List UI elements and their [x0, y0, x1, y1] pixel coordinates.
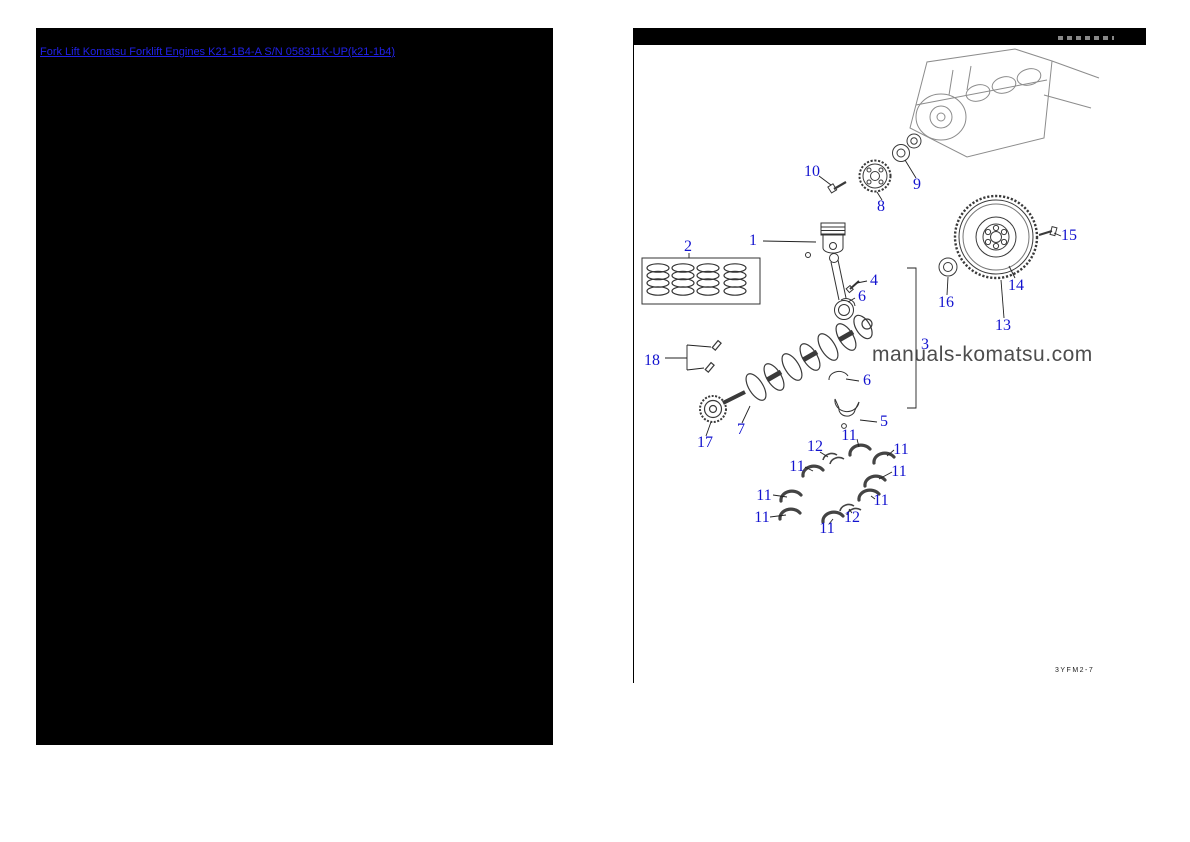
top-bar-marks — [1058, 36, 1114, 40]
parts-diagram — [641, 48, 1100, 525]
footer-code: 3YFM2-7 — [1055, 667, 1095, 674]
engine-block — [909, 48, 1100, 158]
watermark: manuals-komatsu.com — [872, 343, 1093, 366]
manual-title-link[interactable]: Fork Lift Komatsu Forklift Engines K21-1… — [40, 46, 396, 58]
crankshaft-group — [699, 314, 873, 423]
gear-group — [827, 133, 922, 194]
connecting-rod-group — [828, 253, 860, 429]
thrust-washers — [822, 452, 862, 516]
diagram-top-bar — [634, 28, 1146, 45]
left-panel: Fork Lift Komatsu Forklift Engines K21-1… — [36, 28, 553, 745]
diagram-panel: manuals-komatsu.com 3YFM2-7 — [633, 28, 1146, 683]
leader-lines — [665, 159, 1062, 525]
flywheel-group — [938, 194, 1058, 280]
piston-group — [641, 222, 846, 305]
bearing-shells — [778, 443, 896, 524]
